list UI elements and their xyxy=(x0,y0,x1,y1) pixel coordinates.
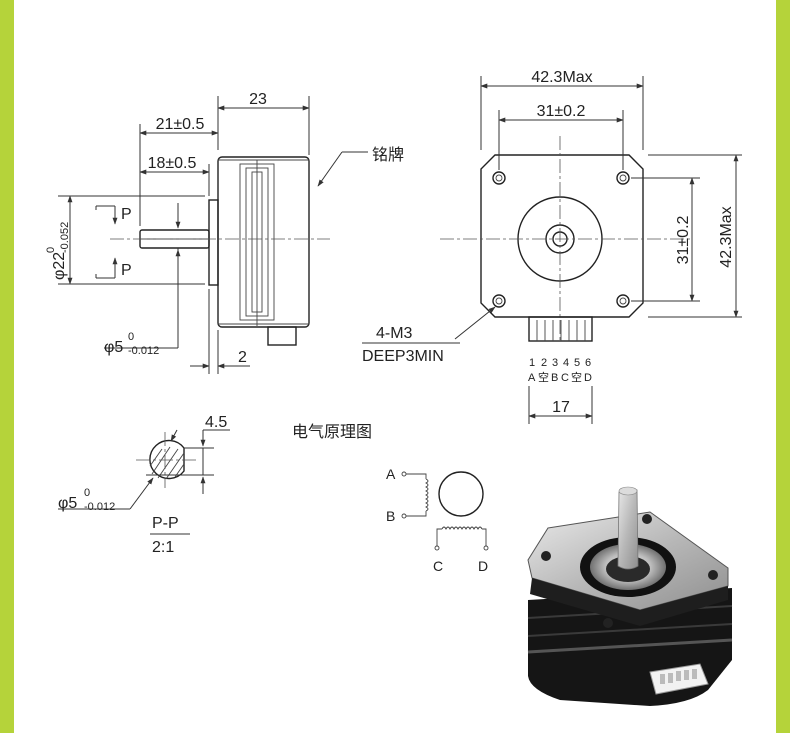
front-view: 42.3Max 31±0.2 31±0.2 42.3Max 4-M3 DEEP3… xyxy=(362,69,742,424)
terminal-a-label: A xyxy=(386,466,396,482)
section-hatch xyxy=(149,446,185,480)
connector-pin-signals: A 空 B C 空 D xyxy=(528,370,592,384)
side-view: 23 21±0.5 18±0.5 φ22 0 -0.052 xyxy=(45,91,404,374)
front-connector xyxy=(528,316,593,342)
coil-cd xyxy=(441,526,483,531)
motor-screw xyxy=(603,618,613,628)
dim-hole-spacing-h: 31±0.2 xyxy=(537,103,586,120)
holes-label: 4-M3 xyxy=(376,325,413,342)
schematic-title: 电气原理图 xyxy=(292,423,372,441)
svg-text:B: B xyxy=(551,372,558,384)
section-scale: 2:1 xyxy=(152,539,174,556)
dim-flange: 21±0.5 xyxy=(156,116,205,133)
svg-text:C: C xyxy=(561,372,569,384)
svg-text:φ22: φ22 xyxy=(51,252,68,280)
motor-plate-edge xyxy=(530,578,728,626)
dim-length: 23 xyxy=(249,91,267,108)
dim-shaft-diameter: φ5 0 -0.012 xyxy=(104,331,159,357)
side-connector xyxy=(267,326,297,346)
svg-text:空: 空 xyxy=(538,370,549,384)
rotor-symbol xyxy=(438,471,484,517)
dim-shaft-length: 18±0.5 xyxy=(148,155,197,172)
connector-teeth xyxy=(536,320,586,341)
dim-height-max: 42.3Max xyxy=(718,206,735,267)
terminal-d xyxy=(483,545,489,551)
svg-text:1: 1 xyxy=(529,357,535,369)
section-title: P-P xyxy=(152,515,179,532)
terminal-a xyxy=(401,471,407,477)
nameplate-label: 铭牌 xyxy=(372,146,404,164)
left-accent-bar xyxy=(0,0,14,733)
dim-pilot-diameter: φ22 0 -0.052 xyxy=(45,222,71,280)
svg-text:-0.052: -0.052 xyxy=(59,222,71,253)
svg-text:5: 5 xyxy=(574,357,580,369)
motor-screw xyxy=(708,570,718,580)
front-face xyxy=(480,154,644,318)
right-accent-bar xyxy=(776,0,790,733)
coil-ab-wires xyxy=(406,473,427,517)
dim-section-flat: 4.5 xyxy=(205,414,227,431)
schematic: 电气原理图 A B C D xyxy=(292,423,489,574)
svg-text:0: 0 xyxy=(45,247,57,253)
motor-screw xyxy=(541,551,551,561)
motor-photo xyxy=(527,486,733,706)
svg-text:0: 0 xyxy=(128,331,134,343)
side-laminations xyxy=(239,160,275,326)
svg-text:2: 2 xyxy=(541,357,547,369)
svg-text:P: P xyxy=(121,206,132,223)
terminal-c xyxy=(434,545,440,551)
dim-hole-spacing-v: 31±0.2 xyxy=(675,215,692,264)
dim-section-diameter: φ5 0 -0.012 xyxy=(58,487,115,513)
svg-text:3: 3 xyxy=(552,357,558,369)
svg-text:D: D xyxy=(584,372,592,384)
motor-screw xyxy=(642,514,652,524)
terminal-d-label: D xyxy=(478,558,488,574)
svg-text:0: 0 xyxy=(84,487,90,499)
svg-text:φ5: φ5 xyxy=(104,339,123,356)
svg-text:6: 6 xyxy=(585,357,591,369)
motor-shaft xyxy=(617,489,639,570)
motor-connector-pins xyxy=(660,669,697,684)
svg-text:A: A xyxy=(528,372,536,384)
svg-text:4: 4 xyxy=(563,357,569,369)
section-mark-top: P xyxy=(95,205,132,225)
svg-text:-0.012: -0.012 xyxy=(84,501,115,513)
svg-text:-0.012: -0.012 xyxy=(128,345,159,357)
dim-pilot-height: 2 xyxy=(238,349,247,366)
svg-text:φ5: φ5 xyxy=(58,495,77,512)
coil-cd-wires xyxy=(436,528,487,546)
side-pilot-boss xyxy=(208,199,219,286)
svg-text:空: 空 xyxy=(571,370,582,384)
mounting-holes xyxy=(492,171,630,308)
svg-text:P: P xyxy=(121,262,132,279)
holes-depth: DEEP3MIN xyxy=(362,348,444,365)
side-motor-body xyxy=(217,156,310,328)
section-view: 4.5 φ5 0 -0.012 P-P 2:1 xyxy=(58,414,230,556)
coil-ab xyxy=(424,478,429,512)
terminal-b xyxy=(401,513,407,519)
terminal-b-label: B xyxy=(386,508,395,524)
dim-connector-width: 17 xyxy=(552,399,570,416)
terminal-c-label: C xyxy=(433,558,443,574)
section-mark-bottom: P xyxy=(95,257,132,279)
connector-pin-numbers: 1 2 3 4 5 6 xyxy=(529,357,591,369)
dim-width-max: 42.3Max xyxy=(531,69,592,86)
